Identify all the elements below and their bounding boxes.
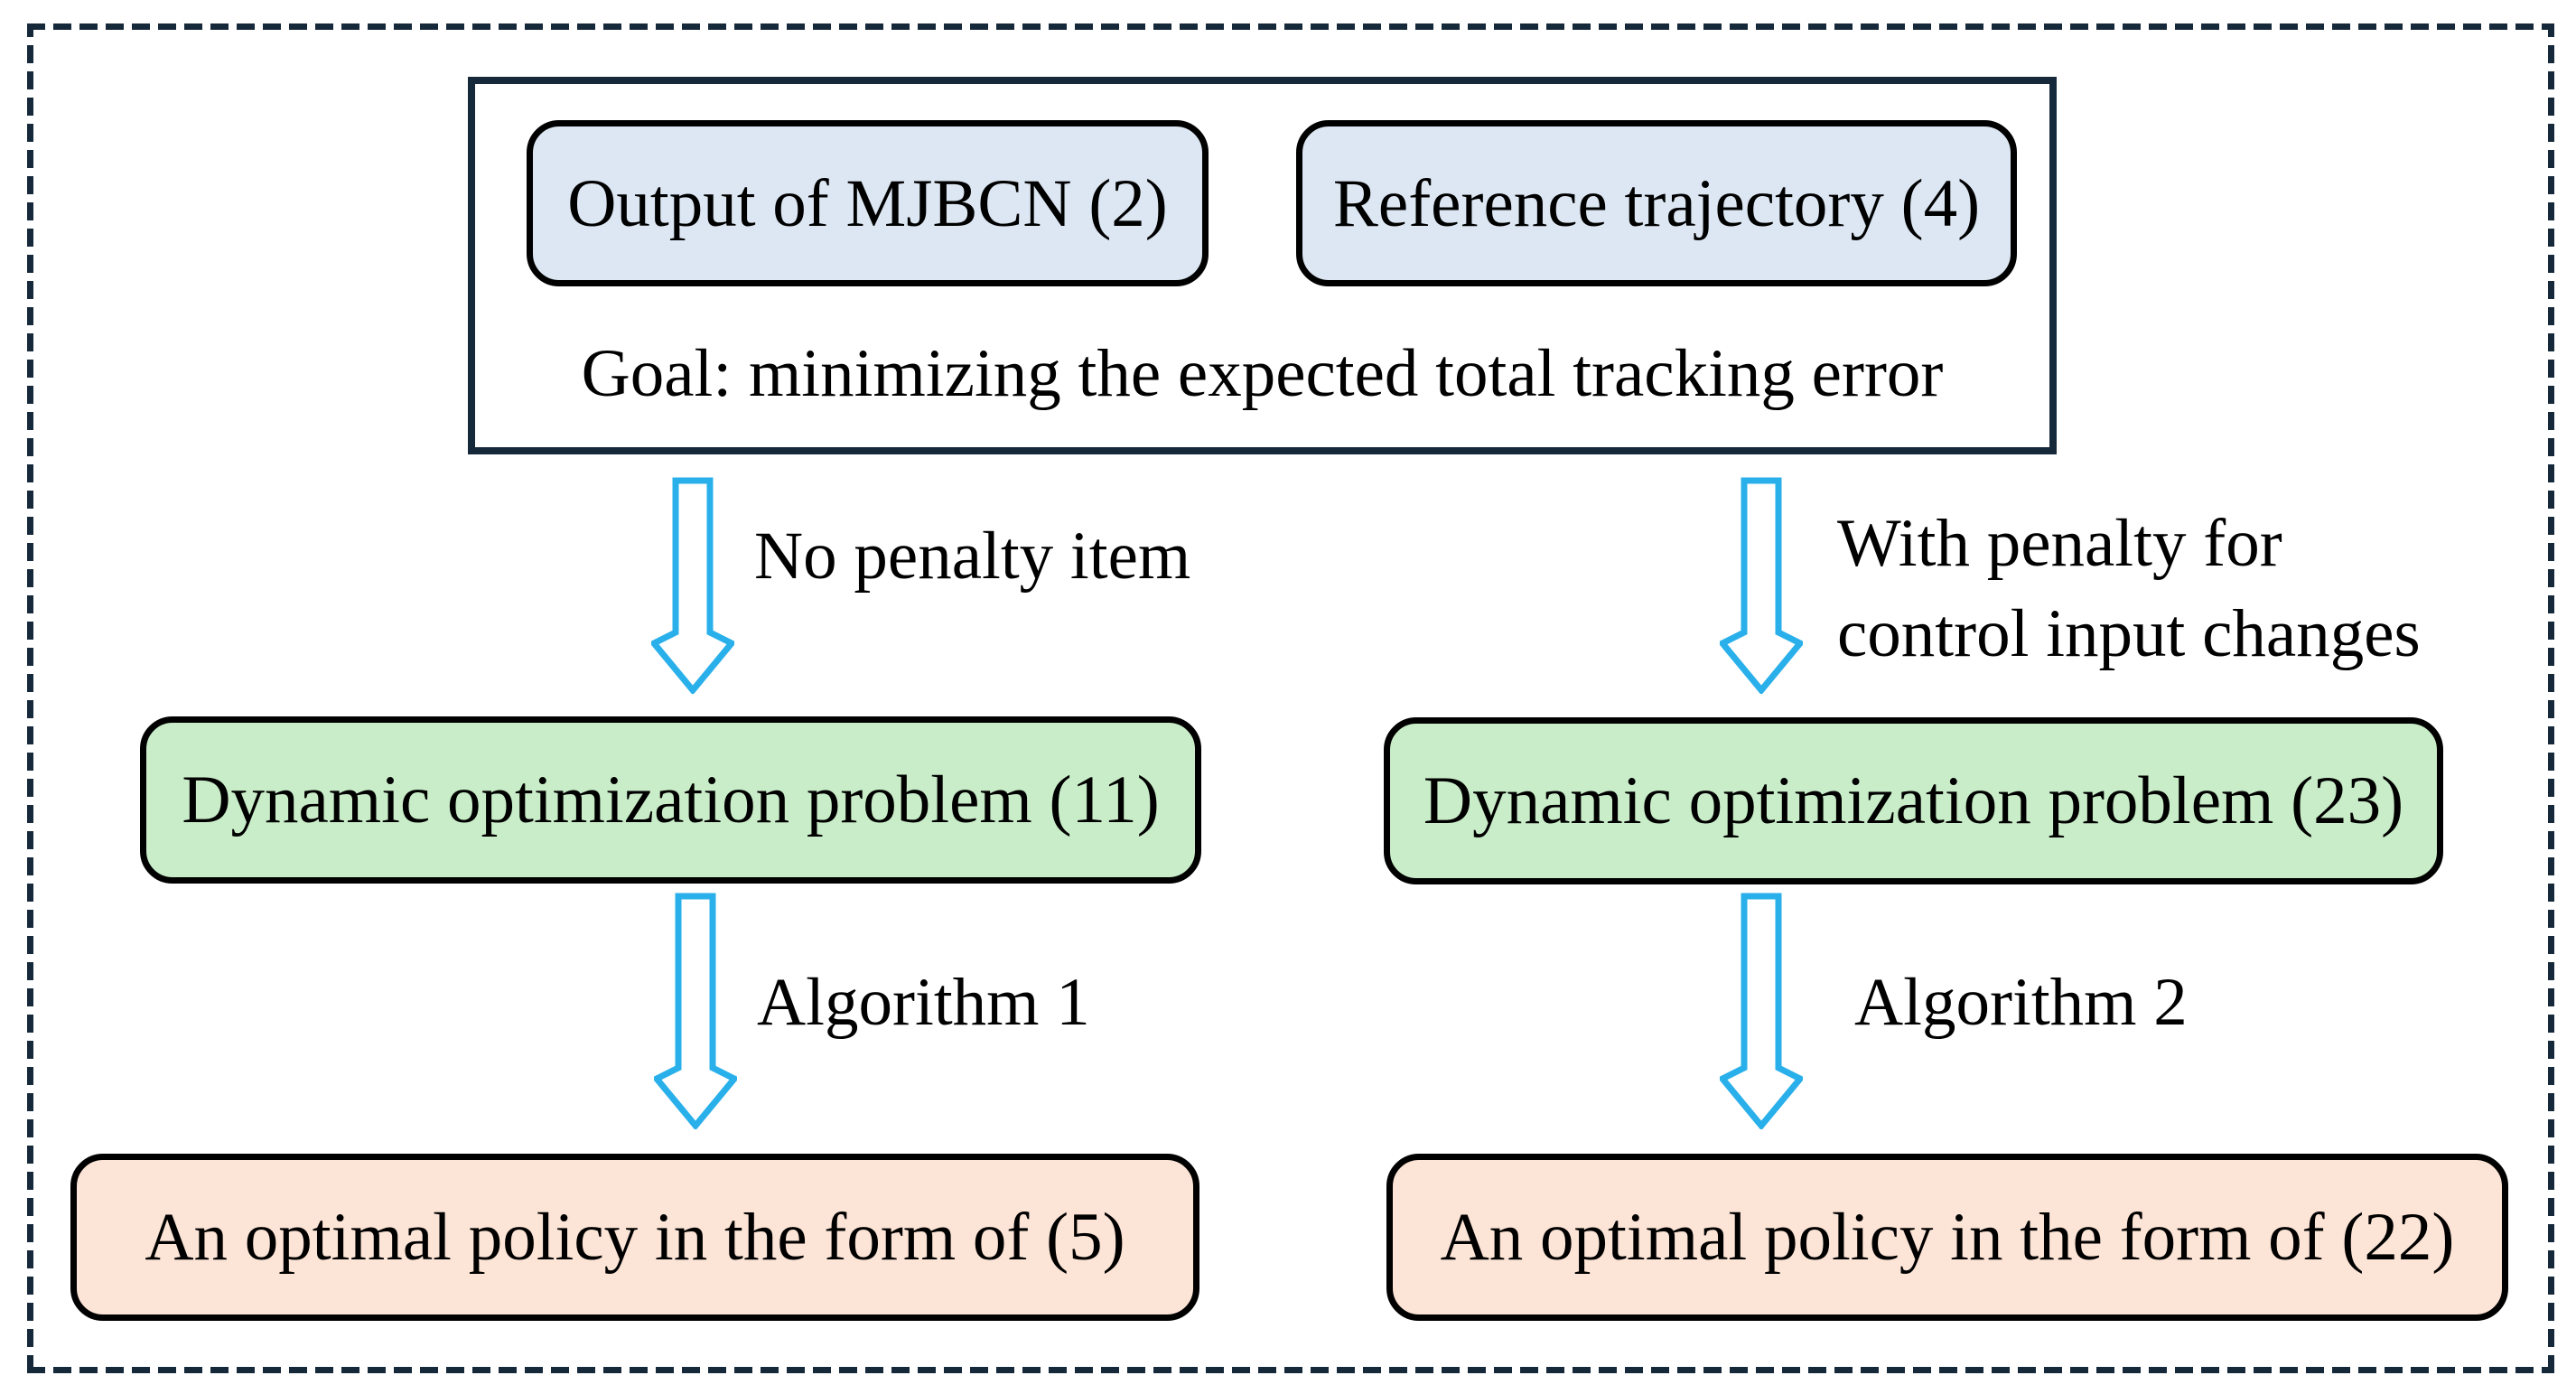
problem-box-11: Dynamic optimization problem (11) [140, 716, 1201, 884]
algorithm-1-arrow-icon [654, 893, 737, 1129]
with-penalty-label: With penalty for control input changes [1837, 499, 2421, 679]
goal-text: Goal: minimizing the expected total trac… [581, 336, 1944, 411]
with-penalty-arrow-icon [1720, 477, 1803, 694]
algorithm-1-label: Algorithm 1 [757, 965, 1090, 1040]
output-of-mjbcn-box: Output of MJBCN (2) [527, 120, 1209, 286]
with-penalty-label-line1: With penalty for [1837, 506, 2282, 581]
no-penalty-label: No penalty item [754, 519, 1191, 594]
with-penalty-label-line2: control input changes [1837, 596, 2421, 671]
algorithm-2-label: Algorithm 2 [1854, 965, 2188, 1040]
reference-trajectory-box: Reference trajectory (4) [1296, 120, 2017, 286]
algorithm-2-arrow-icon [1720, 893, 1803, 1129]
result-box-5: An optimal policy in the form of (5) [70, 1154, 1199, 1321]
no-penalty-arrow-icon [651, 477, 734, 694]
goal-panel: Output of MJBCN (2) Reference trajectory… [468, 77, 2057, 454]
result-box-22: An optimal policy in the form of (22) [1386, 1154, 2508, 1321]
problem-box-23: Dynamic optimization problem (23) [1384, 717, 2443, 884]
